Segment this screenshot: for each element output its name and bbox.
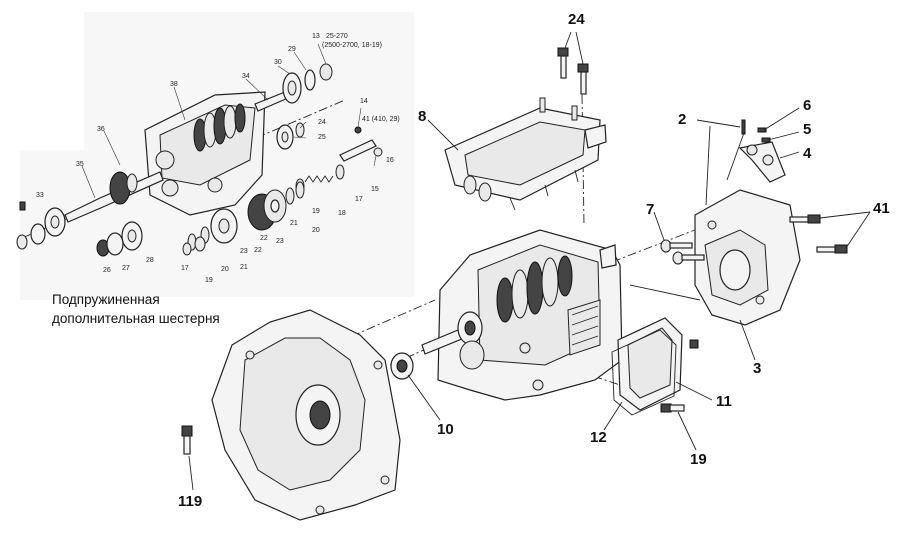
clip-5 bbox=[761, 137, 771, 143]
shift-cover-8 bbox=[444, 97, 607, 211]
inset-label-14: 14 bbox=[360, 98, 368, 105]
callout-10: 10 bbox=[437, 421, 454, 438]
inset-shift-rod bbox=[339, 126, 383, 162]
inset-label-26: 26 bbox=[103, 267, 111, 274]
inset-gear-stack bbox=[193, 103, 246, 152]
callout-8: 8 bbox=[418, 108, 426, 125]
inset-label-34: 34 bbox=[242, 73, 250, 80]
inset-labels: 13 25-270 (2500-2700, 18-19) 29 30 34 38… bbox=[36, 33, 400, 284]
callout-2: 2 bbox=[678, 111, 686, 128]
main-input-shaft bbox=[421, 311, 483, 355]
callout-4: 4 bbox=[803, 145, 812, 162]
inset-label-41: 41 (410, 29) bbox=[362, 116, 400, 123]
inset-label-22: 22 bbox=[260, 235, 268, 242]
callout-24: 24 bbox=[568, 11, 585, 28]
inset-ring bbox=[30, 223, 46, 245]
inset-label-27: 27 bbox=[122, 265, 130, 272]
callout-11: 11 bbox=[716, 393, 732, 410]
inset-label-range: (2500-2700, 18-19) bbox=[322, 42, 382, 49]
inset-washer-13 bbox=[319, 63, 333, 81]
inset-pin bbox=[19, 201, 26, 211]
callout-12: 12 bbox=[590, 429, 607, 446]
inset-label-35: 35 bbox=[76, 161, 84, 168]
inset-label-36: 36 bbox=[97, 126, 105, 133]
inset-ring-29 bbox=[304, 69, 316, 91]
inset-label-38: 38 bbox=[170, 81, 178, 88]
inset-bearing-group bbox=[96, 221, 143, 257]
bolts-7 bbox=[660, 239, 705, 265]
inset-label-24: 24 bbox=[318, 119, 326, 126]
inset-panel: 13 25-270 (2500-2700, 18-19) 29 30 34 38… bbox=[16, 12, 414, 300]
inset-label-13: 13 bbox=[312, 33, 320, 40]
inset-label-25-270: 25-270 bbox=[326, 33, 348, 40]
inset-label-16: 16 bbox=[386, 157, 394, 164]
inset-gearbox-case bbox=[144, 91, 266, 216]
inset-bearing-33 bbox=[44, 207, 66, 237]
side-cover-11 bbox=[617, 317, 683, 411]
callout-5: 5 bbox=[803, 121, 811, 138]
inset-bearing-25 bbox=[276, 122, 305, 150]
inset-label-17b: 17 bbox=[181, 265, 189, 272]
gasket-12 bbox=[611, 329, 677, 416]
main-leader-lines bbox=[188, 31, 871, 491]
inset-label-23: 23 bbox=[276, 238, 284, 245]
callout-119: 119 bbox=[178, 493, 202, 510]
extension-housing-3 bbox=[694, 189, 801, 326]
callout-19: 19 bbox=[690, 451, 707, 468]
inset-label-30: 30 bbox=[274, 59, 282, 66]
main-callouts: 24 8 2 6 5 4 7 41 3 10 11 12 19 119 bbox=[178, 11, 890, 510]
inset-countershaft-gear bbox=[247, 189, 287, 231]
inset-washers bbox=[187, 181, 305, 251]
caption-line-1: Подпружиненная bbox=[52, 292, 160, 307]
inset-label-19: 19 bbox=[312, 208, 320, 215]
bolts-41 bbox=[789, 214, 848, 254]
bolt-19 bbox=[660, 403, 685, 413]
inset-label-20b: 20 bbox=[221, 266, 229, 273]
inset-nut bbox=[16, 234, 28, 250]
inset-label-21: 21 bbox=[290, 220, 298, 227]
bolts-24 bbox=[557, 47, 589, 95]
inset-output-shaft bbox=[64, 171, 164, 223]
callout-3: 3 bbox=[753, 360, 761, 377]
inset-label-15: 15 bbox=[371, 186, 379, 193]
inset-label-18: 18 bbox=[338, 210, 346, 217]
callout-41: 41 bbox=[873, 200, 890, 217]
main-gearbox bbox=[421, 229, 623, 401]
callout-7: 7 bbox=[646, 201, 654, 218]
inset-label-21b: 21 bbox=[240, 264, 248, 271]
inset-label-28: 28 bbox=[146, 257, 154, 264]
inset-label-17: 17 bbox=[355, 196, 363, 203]
bracket-4 bbox=[738, 141, 786, 183]
inset-label-33: 33 bbox=[36, 192, 44, 199]
inset-label-19b: 19 bbox=[205, 277, 213, 284]
inset-leader-lines bbox=[81, 43, 377, 199]
bolt-119 bbox=[181, 425, 193, 455]
inset-label-22b: 22 bbox=[254, 247, 262, 254]
clip-6 bbox=[757, 127, 767, 133]
inset-label-25: 25 bbox=[318, 134, 326, 141]
small-bolt bbox=[689, 339, 699, 349]
inset-bottom-washers bbox=[182, 236, 206, 256]
inset-label-23b: 23 bbox=[240, 248, 248, 255]
caption-line-2: дополнительная шестерня bbox=[52, 311, 220, 326]
callout-6: 6 bbox=[803, 97, 811, 114]
bell-housing bbox=[211, 309, 401, 521]
inset-bearing-30 bbox=[282, 72, 302, 104]
inset-label-29: 29 bbox=[288, 46, 296, 53]
main-gear-stack bbox=[496, 255, 573, 323]
seal-10 bbox=[390, 352, 414, 380]
inset-label-20: 20 bbox=[312, 227, 320, 234]
